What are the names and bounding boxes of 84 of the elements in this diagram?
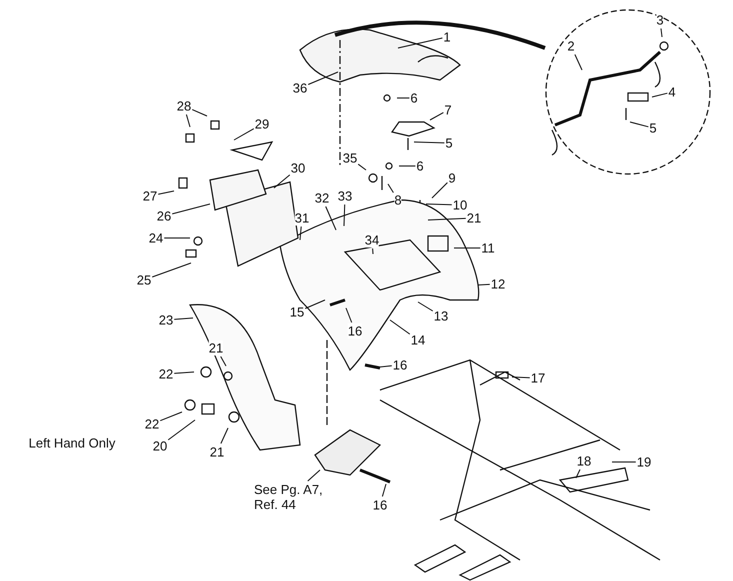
callout-number: 19 [636, 454, 652, 470]
callout-number: 26 [156, 208, 172, 224]
leader-line [576, 469, 580, 478]
callout-number: 20 [152, 438, 168, 454]
note-text: Left Hand Only [28, 436, 116, 450]
callout-number: 32 [314, 190, 330, 206]
leader-line [380, 365, 392, 368]
leader-line [372, 248, 374, 254]
callout-number: 5 [445, 136, 453, 150]
leader-line [172, 204, 210, 214]
callout-number: 14 [410, 332, 426, 348]
callout-number: 18 [576, 454, 592, 468]
callout-number: 33 [338, 188, 352, 204]
callout-number: 29 [254, 116, 270, 132]
leader-line [300, 226, 302, 240]
leader-line [234, 128, 254, 140]
callout-number: 6 [410, 90, 418, 106]
callout-number: 24 [148, 230, 164, 246]
leader-line [382, 484, 386, 497]
callout-number: 16 [392, 358, 408, 372]
leader-line [304, 300, 326, 309]
leader-line [346, 308, 352, 323]
leader-line [418, 302, 434, 312]
callout-number: 16 [348, 324, 362, 338]
callout-number: 35 [342, 150, 358, 166]
leader-line [307, 470, 320, 482]
leader-line [660, 28, 662, 38]
leader-line [274, 174, 290, 188]
callout-number: 30 [290, 160, 306, 176]
callout-number: 16 [372, 498, 388, 512]
callout-number: 25 [136, 272, 152, 288]
callout-number: 28 [176, 98, 192, 114]
leader-line [174, 372, 194, 374]
callout-number: 11 [481, 240, 495, 256]
callout-number: 21 [208, 340, 224, 356]
leader-line [192, 109, 208, 116]
leader-line [344, 204, 346, 226]
callout-number: 1 [443, 30, 451, 44]
callout-number: 27 [142, 188, 158, 204]
leader-line [426, 204, 452, 206]
leader-line [358, 164, 366, 170]
callout-number: 15 [290, 304, 304, 320]
leader-line [388, 184, 394, 194]
leader-line [398, 38, 443, 48]
leader-line [174, 318, 194, 320]
callout-number: 21 [210, 444, 224, 460]
leader-line [478, 284, 490, 286]
leader-line [574, 54, 582, 70]
leader-line [158, 190, 174, 195]
callout-number: 7 [444, 102, 452, 118]
leader-line [220, 428, 228, 444]
callout-number: 22 [158, 366, 174, 382]
leader-line [325, 206, 336, 230]
callout-number: 22 [144, 416, 160, 432]
callout-number: 10 [452, 198, 468, 212]
leader-line [512, 376, 530, 378]
callout-number: 12 [490, 276, 506, 292]
callout-number: 6 [416, 158, 424, 174]
leader-line [414, 142, 445, 144]
leader-line [220, 356, 226, 366]
callout-number: 23 [158, 312, 174, 328]
callout-number: 4 [668, 84, 676, 100]
callout-number: 2 [567, 38, 575, 54]
leader-line [652, 92, 668, 98]
callout-number: 3 [656, 12, 664, 28]
leader-line [160, 412, 182, 422]
callout-number: 21 [466, 210, 482, 226]
leader-line [308, 72, 338, 85]
leader-line [152, 262, 192, 278]
leader-line [168, 420, 196, 440]
leader-line [430, 112, 444, 120]
leader-line [432, 182, 448, 198]
callout-number: 17 [530, 370, 546, 386]
leader-line [630, 122, 649, 128]
callout-number: 31 [294, 210, 310, 226]
callout-number: 9 [448, 170, 456, 186]
callout-number: 36 [292, 80, 308, 96]
leader-line [390, 320, 410, 335]
callout-number: 5 [649, 120, 657, 136]
callout-number: 13 [434, 308, 448, 324]
callout-number: 8 [394, 192, 402, 208]
callout-number: 34 [364, 232, 380, 248]
leader-line [186, 114, 190, 128]
leader-line [428, 218, 466, 220]
